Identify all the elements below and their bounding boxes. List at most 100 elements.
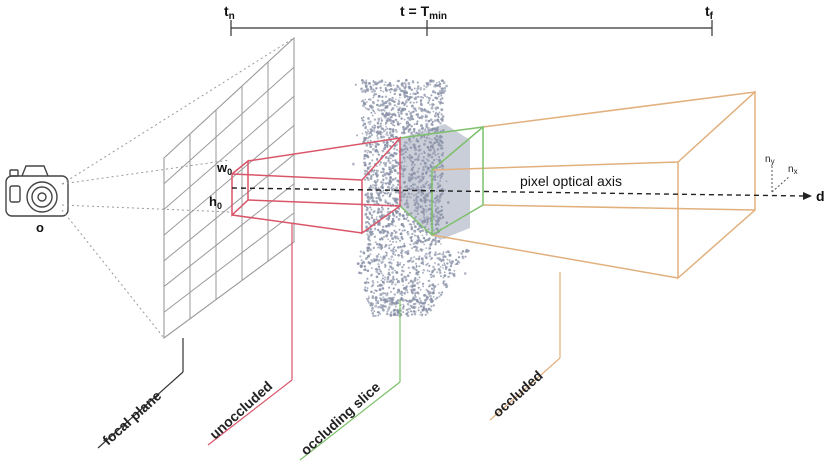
point (402, 172, 405, 175)
point (368, 222, 370, 225)
point (373, 292, 375, 294)
point (395, 130, 398, 133)
point (402, 195, 405, 199)
point (414, 201, 416, 204)
point (431, 283, 435, 287)
point (369, 88, 372, 91)
point (386, 104, 389, 108)
point (405, 288, 408, 292)
point (366, 299, 370, 303)
point (422, 87, 426, 91)
point (457, 251, 460, 254)
point (433, 170, 437, 174)
point (387, 151, 391, 155)
point (367, 281, 370, 284)
point (375, 185, 377, 188)
point (401, 229, 404, 232)
point (392, 135, 395, 139)
point (440, 275, 442, 278)
point (363, 281, 367, 285)
point (420, 210, 423, 213)
point (367, 137, 369, 140)
point (441, 115, 445, 119)
point (403, 193, 406, 196)
callout-leaders (97, 224, 561, 461)
point (384, 146, 387, 149)
point (377, 117, 381, 121)
point (437, 253, 439, 256)
point (390, 157, 392, 160)
point (412, 242, 415, 245)
point (356, 134, 359, 137)
point (431, 271, 434, 274)
point (378, 283, 382, 287)
point (376, 165, 378, 167)
point (396, 301, 399, 305)
point (372, 246, 376, 250)
point (388, 98, 392, 102)
point (409, 279, 413, 283)
point (372, 314, 375, 318)
point (418, 255, 421, 258)
point (436, 82, 438, 84)
point (393, 124, 396, 127)
point (385, 225, 388, 228)
point (427, 146, 430, 150)
point (384, 200, 388, 204)
point (370, 133, 373, 137)
point (420, 257, 424, 261)
pixel-width-label: w0 (216, 160, 232, 177)
point (394, 305, 397, 308)
point (362, 89, 366, 93)
point (367, 261, 371, 264)
occluded-frustum (431, 90, 756, 280)
point (460, 252, 463, 255)
point (393, 303, 396, 306)
point (444, 265, 448, 269)
point (384, 174, 387, 177)
point (434, 154, 437, 157)
point (369, 139, 372, 142)
point (377, 253, 380, 256)
point (377, 265, 381, 268)
point (375, 302, 378, 305)
point (407, 123, 411, 126)
point (427, 154, 431, 158)
point (376, 81, 380, 85)
point (386, 119, 389, 122)
point (433, 130, 437, 134)
grid-line-horizontal (163, 212, 295, 313)
point (405, 94, 408, 98)
point (408, 139, 411, 142)
point (443, 264, 446, 267)
point (387, 202, 390, 205)
point (416, 115, 420, 119)
point (446, 250, 450, 254)
point (371, 90, 374, 94)
point (441, 264, 444, 267)
point (375, 275, 379, 279)
point (364, 98, 367, 101)
point (415, 90, 418, 93)
point (388, 136, 391, 140)
point (373, 235, 377, 238)
point (439, 210, 442, 213)
point (360, 259, 363, 262)
point (370, 290, 373, 294)
point (443, 262, 446, 265)
point (375, 254, 379, 258)
point (424, 165, 428, 168)
point (393, 104, 396, 107)
point (432, 127, 435, 131)
point (366, 129, 369, 131)
point (441, 258, 445, 262)
point (426, 269, 429, 272)
point (380, 210, 383, 214)
point (416, 139, 420, 143)
point (425, 123, 429, 126)
point (439, 217, 442, 220)
point (401, 237, 404, 240)
point (381, 186, 385, 189)
point (461, 250, 465, 253)
point (419, 218, 422, 221)
